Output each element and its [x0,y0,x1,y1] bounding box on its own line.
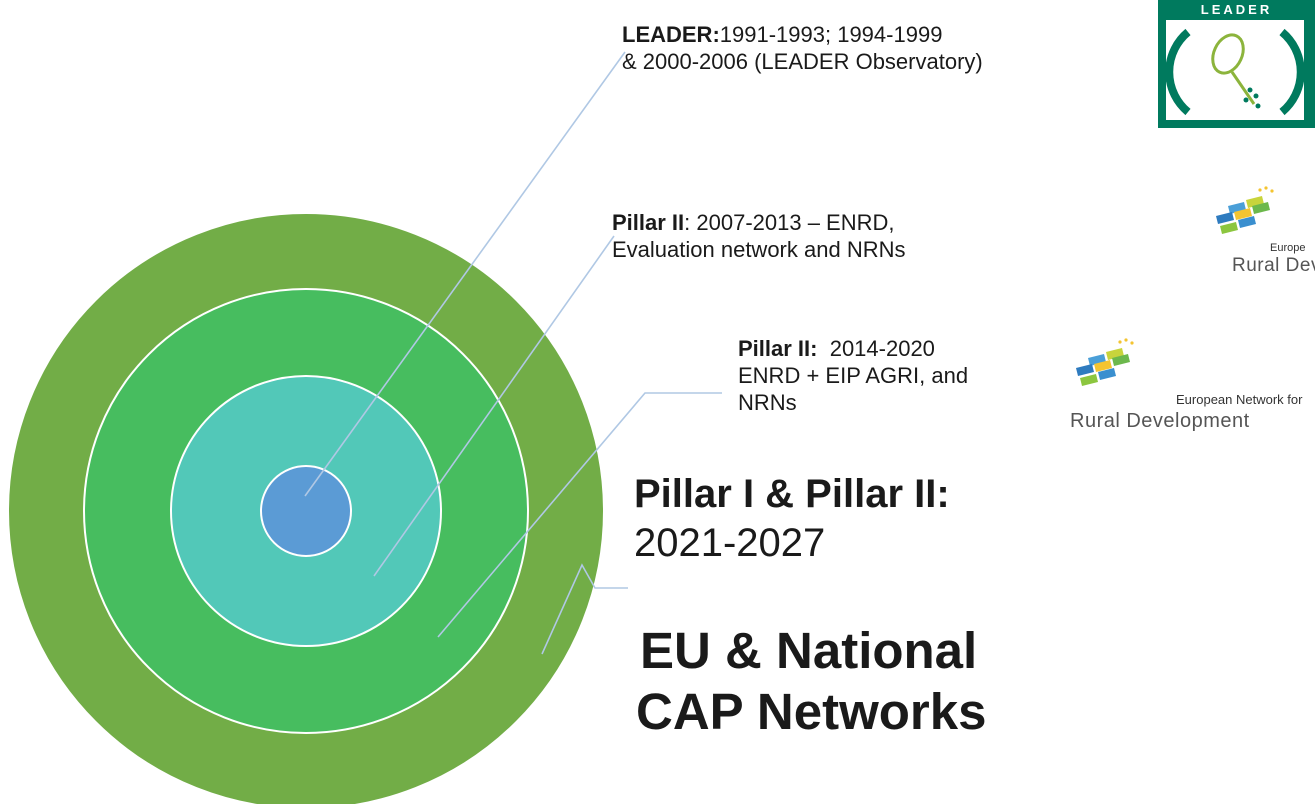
label-leader-line2: & 2000-2006 (LEADER Observatory) [622,48,983,74]
label-current-title: Pillar I & Pillar II: [634,472,950,516]
enrd-flag-icon [1076,338,1134,386]
leader-logo-word: LEADER [1200,2,1273,17]
ring-leader-core [260,465,352,557]
label-networks-line1: EU & National [640,622,978,679]
label-networks: EU & National CAP Networks [636,620,1156,742]
enrd-logo-small-name: Rural Deve [1232,255,1315,276]
label-networks-line2: CAP Networks [636,683,987,741]
enrd-logo-full-name: Rural Development [1070,410,1250,432]
leader-line-pillar2-2014 [437,392,722,638]
label-leader-line1: 1991-1993; 1994-1999 [719,22,943,47]
label-pillar2-2014-line3: NRNs [738,389,797,415]
enrd-logo-full-caption: European Network for [1176,392,1303,407]
leader-logo: LEADER [1158,0,1315,128]
label-pillar2-2014: Pillar II: 2014-2020 ENRD + EIP AGRI, an… [738,336,1058,416]
label-pillar2-2007-line2: Evaluation network and NRNs [612,236,906,262]
enrd-logo-small: Europe Rural Deve [1190,182,1315,292]
label-pillar2-2014-line2: ENRD + EIP AGRI, and [738,362,969,388]
label-pillar2-2007-line1: : 2007-2013 – ENRD, [684,210,895,235]
label-leader-title: LEADER: [622,22,720,47]
enrd-flag-icon [1216,186,1274,234]
enrd-logo-small-caption: Europe [1270,242,1306,254]
enrd-logo-full: European Network for Rural Development [1064,334,1315,444]
label-current-period: Pillar I & Pillar II: 2021-2027 [634,470,1134,568]
label-leader: LEADER:1991-1993; 1994-1999 & 2000-2006 … [622,22,1142,76]
leader-line-current [541,563,628,655]
leader-line-pillar2-2007 [373,235,615,577]
leader-logo-panel [1165,20,1305,120]
label-current-years: 2021-2027 [634,520,826,565]
label-pillar2-2014-title: Pillar II: [738,336,818,361]
label-pillar2-2007: Pillar II: 2007-2013 – ENRD, Evaluation … [612,210,1092,264]
label-pillar2-2007-title: Pillar II [612,210,685,235]
leader-logo-emblem-icon [1165,28,1305,116]
label-pillar2-2014-line1: 2014-2020 [817,336,935,361]
leader-line-leader [304,51,626,497]
